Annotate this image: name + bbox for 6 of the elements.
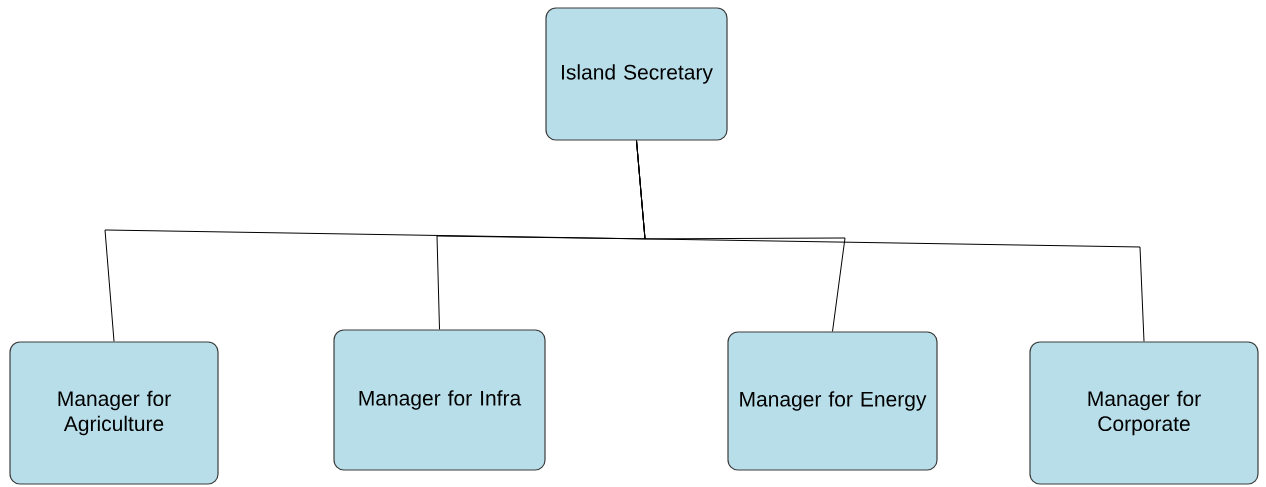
org-box: Island Secretary (545, 7, 728, 141)
connector-line (636, 140, 1145, 342)
org-box: Manager for Corporate (1029, 341, 1259, 485)
org-box: Manager for Agriculture (9, 341, 219, 485)
org-box: Manager for Infra (333, 329, 546, 471)
org-box: Manager for Energy (727, 331, 938, 471)
